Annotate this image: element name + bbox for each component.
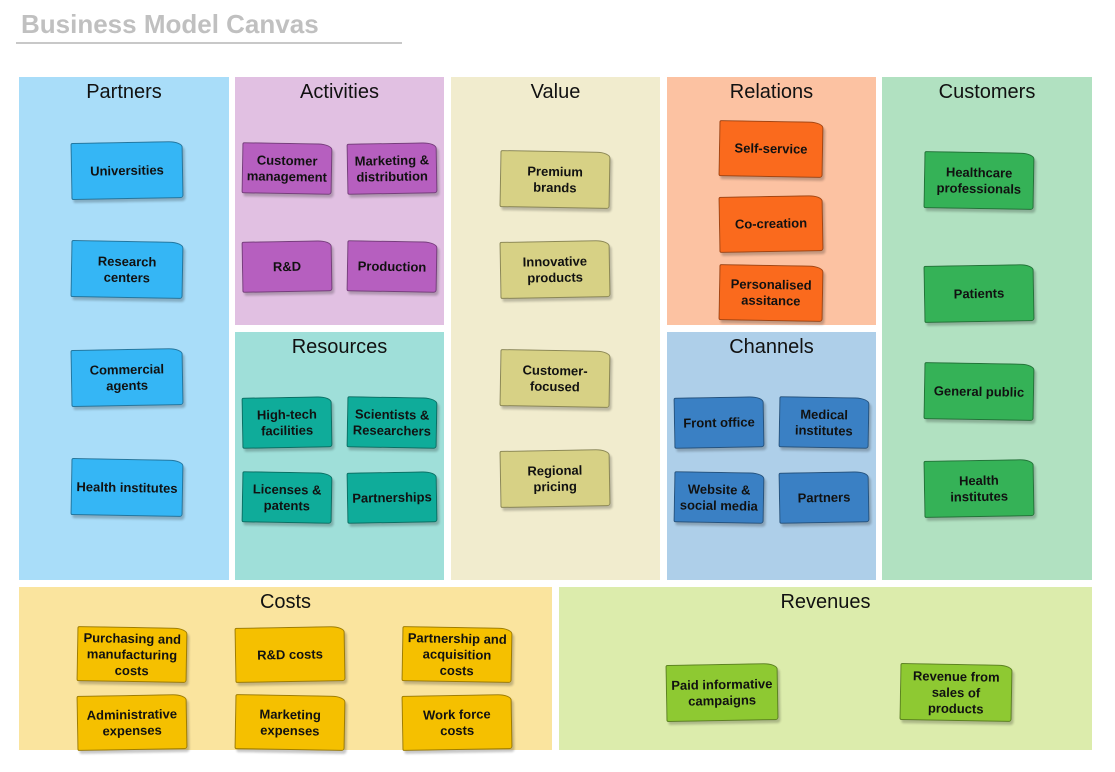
note-work-force-costs[interactable]: Work force costs — [401, 694, 513, 751]
note-healthcare-professionals[interactable]: Healthcare professionals — [923, 151, 1035, 210]
note-revenue-from-sales[interactable]: Revenue from sales of products — [899, 663, 1013, 722]
note-scientists-researchers[interactable]: Scientists & Researchers — [346, 396, 438, 449]
value-panel: Value Premium brands Innovative products… — [451, 77, 660, 580]
channels-panel: Channels Front office Medical institutes… — [667, 332, 876, 580]
note-marketing-distribution[interactable]: Marketing & distribution — [346, 142, 438, 195]
note-personalised-assistance[interactable]: Personalised assitance — [718, 264, 824, 322]
note-medical-institutes[interactable]: Medical institutes — [778, 396, 870, 449]
title-underline — [16, 42, 402, 44]
note-co-creation[interactable]: Co-creation — [718, 195, 824, 253]
partners-panel: Partners Universities Research centers C… — [19, 77, 229, 580]
resources-title: Resources — [291, 336, 388, 358]
note-regional-pricing[interactable]: Regional pricing — [499, 449, 611, 508]
note-paid-informative-campaigns[interactable]: Paid informative campaigns — [665, 663, 779, 722]
note-commercial-agents[interactable]: Commercial agents — [70, 348, 184, 407]
revenues-panel: Revenues Paid informative campaigns Reve… — [559, 587, 1092, 750]
note-marketing-expenses[interactable]: Marketing expenses — [234, 694, 346, 751]
note-universities[interactable]: Universities — [70, 141, 184, 200]
note-patients[interactable]: Patients — [923, 264, 1035, 323]
note-research-centers[interactable]: Research centers — [70, 240, 184, 299]
activities-panel: Activities Customer management Marketing… — [235, 77, 444, 325]
note-partners[interactable]: Partners — [778, 471, 870, 524]
note-website-social-media[interactable]: Website & social media — [673, 471, 765, 524]
activities-title: Activities — [300, 81, 379, 103]
partners-title: Partners — [86, 81, 162, 103]
resources-panel: Resources High-tech facilities Scientist… — [235, 332, 444, 580]
note-health-institutes-customers[interactable]: Health institutes — [923, 459, 1035, 518]
note-general-public[interactable]: General public — [923, 362, 1035, 421]
costs-panel: Costs Purchasing and manufacturing costs… — [19, 587, 552, 751]
note-purchasing-manufacturing-costs[interactable]: Purchasing and manufacturing costs — [76, 626, 188, 683]
note-rd-costs[interactable]: R&D costs — [234, 626, 346, 683]
note-administrative-expenses[interactable]: Administrative expenses — [76, 694, 188, 751]
channels-title: Channels — [729, 336, 814, 358]
costs-title: Costs — [259, 591, 312, 613]
value-title: Value — [530, 81, 581, 103]
note-innovative-products[interactable]: Innovative products — [499, 240, 611, 299]
revenues-title: Revenues — [780, 591, 871, 613]
page-title: Business Model Canvas — [21, 9, 319, 39]
note-high-tech-facilities[interactable]: High-tech facilities — [241, 396, 333, 449]
note-front-office[interactable]: Front office — [673, 396, 765, 449]
note-licenses-patents[interactable]: Licenses & patents — [241, 471, 333, 524]
relations-title: Relations — [729, 81, 814, 103]
note-customer-focused[interactable]: Customer-focused — [499, 349, 611, 408]
note-partnership-acquisition-costs[interactable]: Partnership and acquisition costs — [401, 626, 513, 683]
note-self-service[interactable]: Self-service — [718, 120, 824, 178]
note-premium-brands[interactable]: Premium brands — [499, 150, 611, 209]
customers-panel: Customers Healthcare professionals Patie… — [882, 77, 1092, 580]
customers-title: Customers — [938, 81, 1036, 103]
relations-panel: Relations Self-service Co-creation Perso… — [667, 77, 876, 325]
note-partnerships[interactable]: Partnerships — [346, 471, 438, 524]
note-health-institutes[interactable]: Health institutes — [70, 458, 184, 517]
note-customer-management[interactable]: Customer management — [241, 142, 333, 195]
note-rd[interactable]: R&D — [241, 240, 333, 293]
note-production[interactable]: Production — [346, 240, 438, 293]
